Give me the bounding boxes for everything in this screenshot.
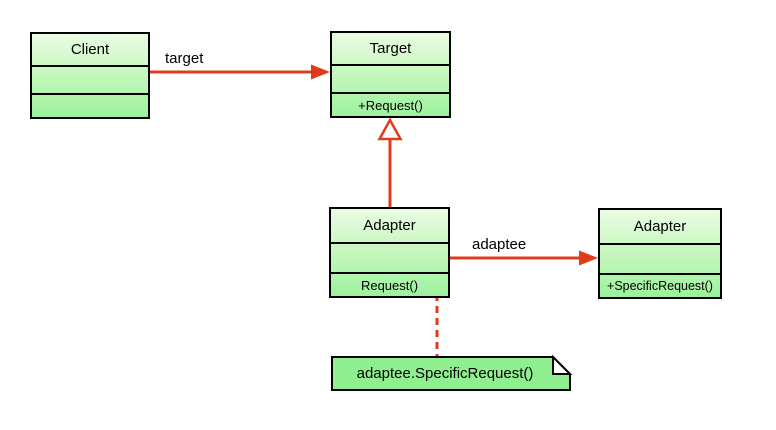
class-target-name: Target bbox=[369, 40, 412, 57]
arrowhead-hollow-triangle-icon bbox=[377, 117, 403, 141]
class-target-attributes bbox=[332, 64, 449, 92]
note-text: adaptee.SpecificRequest() bbox=[356, 365, 534, 382]
generalization-adapter-target bbox=[377, 117, 403, 207]
class-client-name: Client bbox=[70, 41, 110, 58]
class-adapter: Adapter Request() bbox=[329, 207, 450, 298]
class-client-attributes bbox=[32, 65, 148, 93]
class-adaptee: Adapter +SpecificRequest() bbox=[598, 208, 722, 299]
class-target: Target +Request() bbox=[330, 31, 451, 118]
class-client: Client bbox=[30, 32, 150, 119]
class-adaptee-attributes bbox=[600, 243, 720, 273]
class-client-operations bbox=[32, 93, 148, 117]
arrowhead-filled-icon bbox=[579, 250, 598, 266]
association-label-target: target bbox=[165, 50, 204, 67]
class-adapter-attributes bbox=[331, 242, 448, 272]
class-target-operations: +Request() bbox=[332, 92, 449, 116]
class-adaptee-operations: +SpecificRequest() bbox=[600, 273, 720, 297]
class-adapter-operations: Request() bbox=[331, 272, 448, 296]
class-adapter-name: Adapter bbox=[363, 217, 416, 234]
association-label-adaptee: adaptee bbox=[472, 236, 527, 253]
arrowhead-filled-icon bbox=[311, 64, 330, 80]
class-adaptee-name: Adapter bbox=[633, 218, 687, 235]
